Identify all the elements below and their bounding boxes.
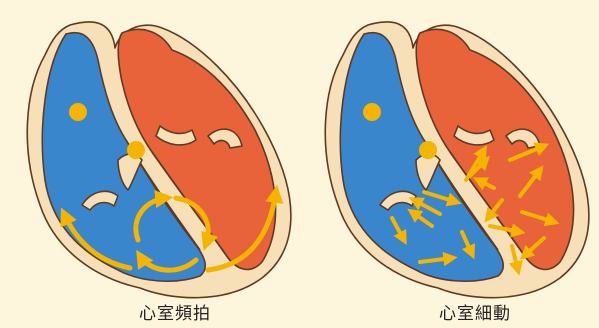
heart-right-diagram: [325, 22, 589, 298]
av-node-left: [127, 141, 145, 159]
caption-ventricular-fibrillation: 心室細動: [395, 299, 555, 324]
caption-ventricular-tachycardia: 心室頻拍: [95, 299, 255, 324]
sinus-node-right: [363, 103, 381, 121]
heart-cross-section-right: [325, 22, 589, 298]
av-node-right: [419, 141, 437, 159]
sinus-node-left: [69, 103, 87, 121]
heart-left-diagram: [27, 22, 291, 298]
heart-cross-section-left: [27, 22, 291, 298]
